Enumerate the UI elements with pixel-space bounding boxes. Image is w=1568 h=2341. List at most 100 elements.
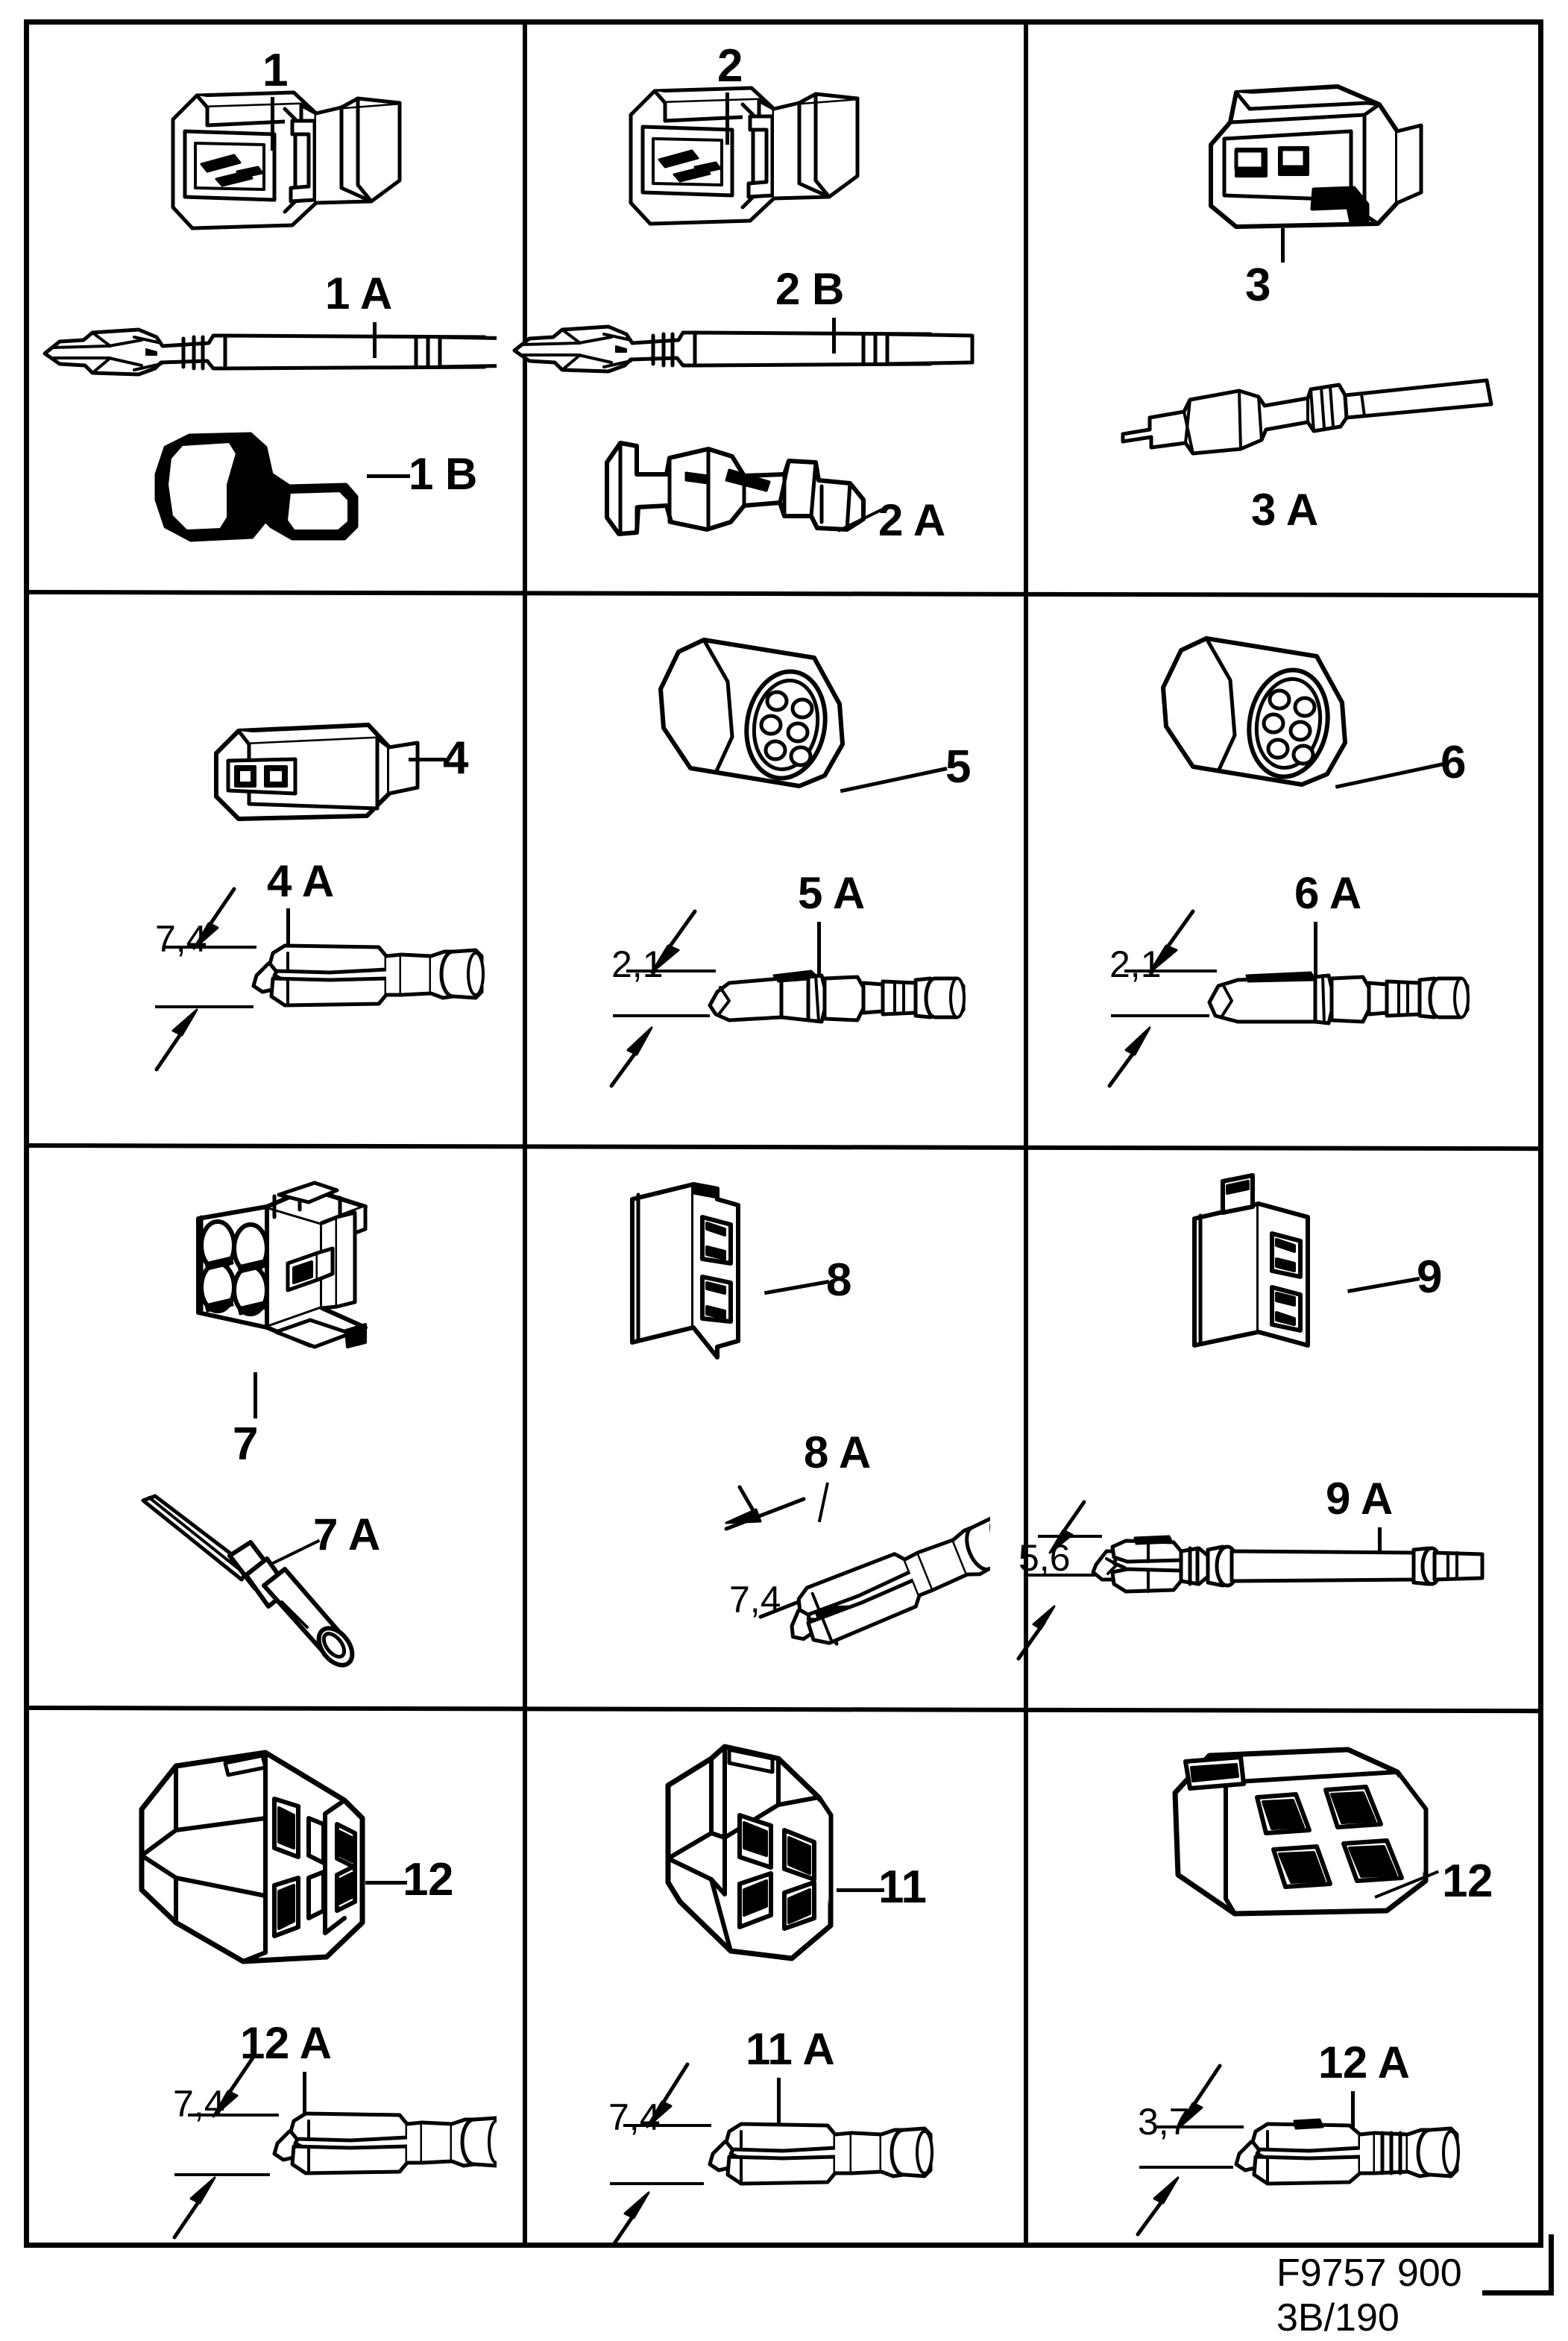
connector-housing-7 — [196, 1181, 368, 1349]
label-item-11a: 11 A — [746, 2024, 835, 2074]
witness-line-12a-left-top — [188, 2114, 279, 2117]
connector-housing-4 — [214, 723, 420, 821]
label-item-6a: 6 A — [1294, 868, 1361, 918]
label-item-7: 7 — [233, 1418, 258, 1470]
bullet-terminal-3a — [1121, 378, 1493, 456]
dimension-arrows-11a — [609, 2062, 690, 2248]
dimension-6a: 2,1 — [1109, 943, 1162, 985]
label-item-12-right: 12 — [1442, 1855, 1493, 1907]
leader-2 — [725, 92, 729, 145]
female-terminal-4a — [251, 943, 485, 1008]
dimension-arrows-6a — [1107, 909, 1195, 1088]
pin-terminal-5a — [708, 970, 966, 1024]
label-item-12a-left: 12 A — [240, 2018, 332, 2068]
witness-line-5a-top — [626, 970, 716, 972]
label-item-2a: 2 A — [878, 495, 945, 545]
terminal-wire-2b — [512, 324, 975, 374]
cell-10: 12 12 A 7,4 — [30, 1690, 497, 2248]
witness-line-12a-left-bottom — [174, 2173, 270, 2176]
witness-line-12a-right-top — [1154, 2125, 1244, 2128]
label-item-7a: 7 A — [313, 1509, 380, 1559]
label-item-1b: 1 B — [409, 449, 477, 499]
label-item-5: 5 — [945, 741, 971, 793]
witness-line-11a-bottom — [610, 2182, 704, 2185]
connector-housing-3 — [1209, 84, 1423, 229]
label-item-8: 8 — [826, 1254, 851, 1306]
terminal-wire-1a — [42, 327, 497, 377]
footer-corner-vertical — [1549, 2234, 1554, 2296]
connector-housing-2 — [629, 86, 860, 226]
leader-5a — [817, 922, 821, 975]
leader-2b — [832, 318, 836, 353]
connector-housing-11 — [665, 1744, 834, 1961]
leader-12-left — [365, 1881, 407, 1885]
footer-part-number: F9757 900 — [1276, 2252, 1462, 2295]
connector-housing-12-left — [139, 1750, 365, 1964]
connector-housing-1 — [171, 90, 402, 230]
socket-terminal-6a — [1207, 971, 1470, 1025]
label-item-1a: 1 A — [325, 268, 392, 318]
grid-divider-vertical-2 — [1024, 25, 1028, 2244]
footer-corner-mark — [1482, 2234, 1554, 2296]
label-item-3: 3 — [1245, 260, 1271, 311]
leader-3 — [1281, 228, 1285, 263]
cell-12: 12 12 A 3,7 — [1002, 1690, 1539, 2248]
connector-housing-9 — [1192, 1173, 1310, 1348]
label-item-2b: 2 B — [775, 264, 844, 314]
witness-line-9a-bottom — [1027, 1574, 1098, 1577]
dimension-arrows-9a — [1016, 1500, 1086, 1661]
label-item-3a: 3 A — [1251, 485, 1318, 535]
label-item-4a: 4 A — [267, 856, 334, 906]
connector-housing-8 — [630, 1182, 740, 1360]
leader-4 — [409, 758, 446, 761]
cell-11: 11 11 A 7,4 — [501, 1690, 990, 2248]
female-terminal-12a-left — [272, 2111, 497, 2175]
label-item-1: 1 — [262, 45, 288, 96]
witness-line-12a-right-bottom — [1139, 2166, 1233, 2169]
cell-4: 4 4 A 7,4 — [30, 574, 497, 1119]
leader-9a — [1378, 1527, 1382, 1563]
label-item-11: 11 — [878, 1861, 927, 1913]
label-item-4: 4 — [443, 732, 468, 784]
witness-line-4a-top — [164, 946, 256, 949]
dimension-arrows-4a — [154, 887, 236, 1072]
footer-corner-horizontal — [1482, 2290, 1554, 2296]
leader-12a-left — [303, 2072, 306, 2115]
terminal-wire-9a — [1091, 1535, 1484, 1594]
dimension-arrows-5a — [609, 909, 697, 1088]
leader-7 — [254, 1372, 257, 1418]
cell-5: 5 5 A 2,1 — [501, 574, 990, 1119]
female-terminal-12a-right — [1234, 2118, 1460, 2186]
female-terminal-11a — [708, 2122, 933, 2186]
label-item-8a: 8 A — [804, 1427, 871, 1477]
leader-11 — [837, 1888, 884, 1892]
leader-6a — [1314, 922, 1317, 975]
witness-line-5a-bottom — [613, 1014, 710, 1017]
cell-9: 9 9 A 5,6 — [1002, 1128, 1539, 1681]
label-item-2: 2 — [717, 40, 743, 92]
round-connector-5 — [658, 638, 845, 788]
witness-line-11a-top — [623, 2124, 711, 2127]
grid-divider-vertical-1 — [523, 25, 527, 2244]
cell-8: 8 8 A 7,4 — [501, 1128, 990, 1681]
leader-1 — [271, 97, 274, 151]
dimension-arrows-12a-right — [1136, 2064, 1222, 2237]
leader-4a — [286, 908, 290, 947]
leader-1a — [373, 322, 377, 358]
leader-1b — [367, 474, 410, 478]
label-item-12a-right: 12 A — [1318, 2037, 1410, 2087]
dimension-arrows-12a-left — [172, 2055, 256, 2240]
dimension-5a: 2,1 — [611, 943, 664, 985]
label-item-9a: 9 A — [1326, 1474, 1393, 1524]
witness-line-6a-bottom — [1111, 1014, 1209, 1017]
rubber-boot-1b — [154, 432, 359, 542]
label-item-12-left: 12 — [403, 1854, 453, 1905]
leader-11a — [777, 2078, 781, 2125]
socket-terminal-7a — [141, 1494, 355, 1668]
cell-6: 6 6 A 2,1 — [1002, 574, 1539, 1119]
round-connector-6 — [1161, 636, 1347, 787]
cell-1: 1 1 A 1 B — [30, 25, 497, 570]
cell-3: 3 3 A — [1002, 25, 1539, 570]
label-item-6: 6 — [1441, 737, 1466, 788]
